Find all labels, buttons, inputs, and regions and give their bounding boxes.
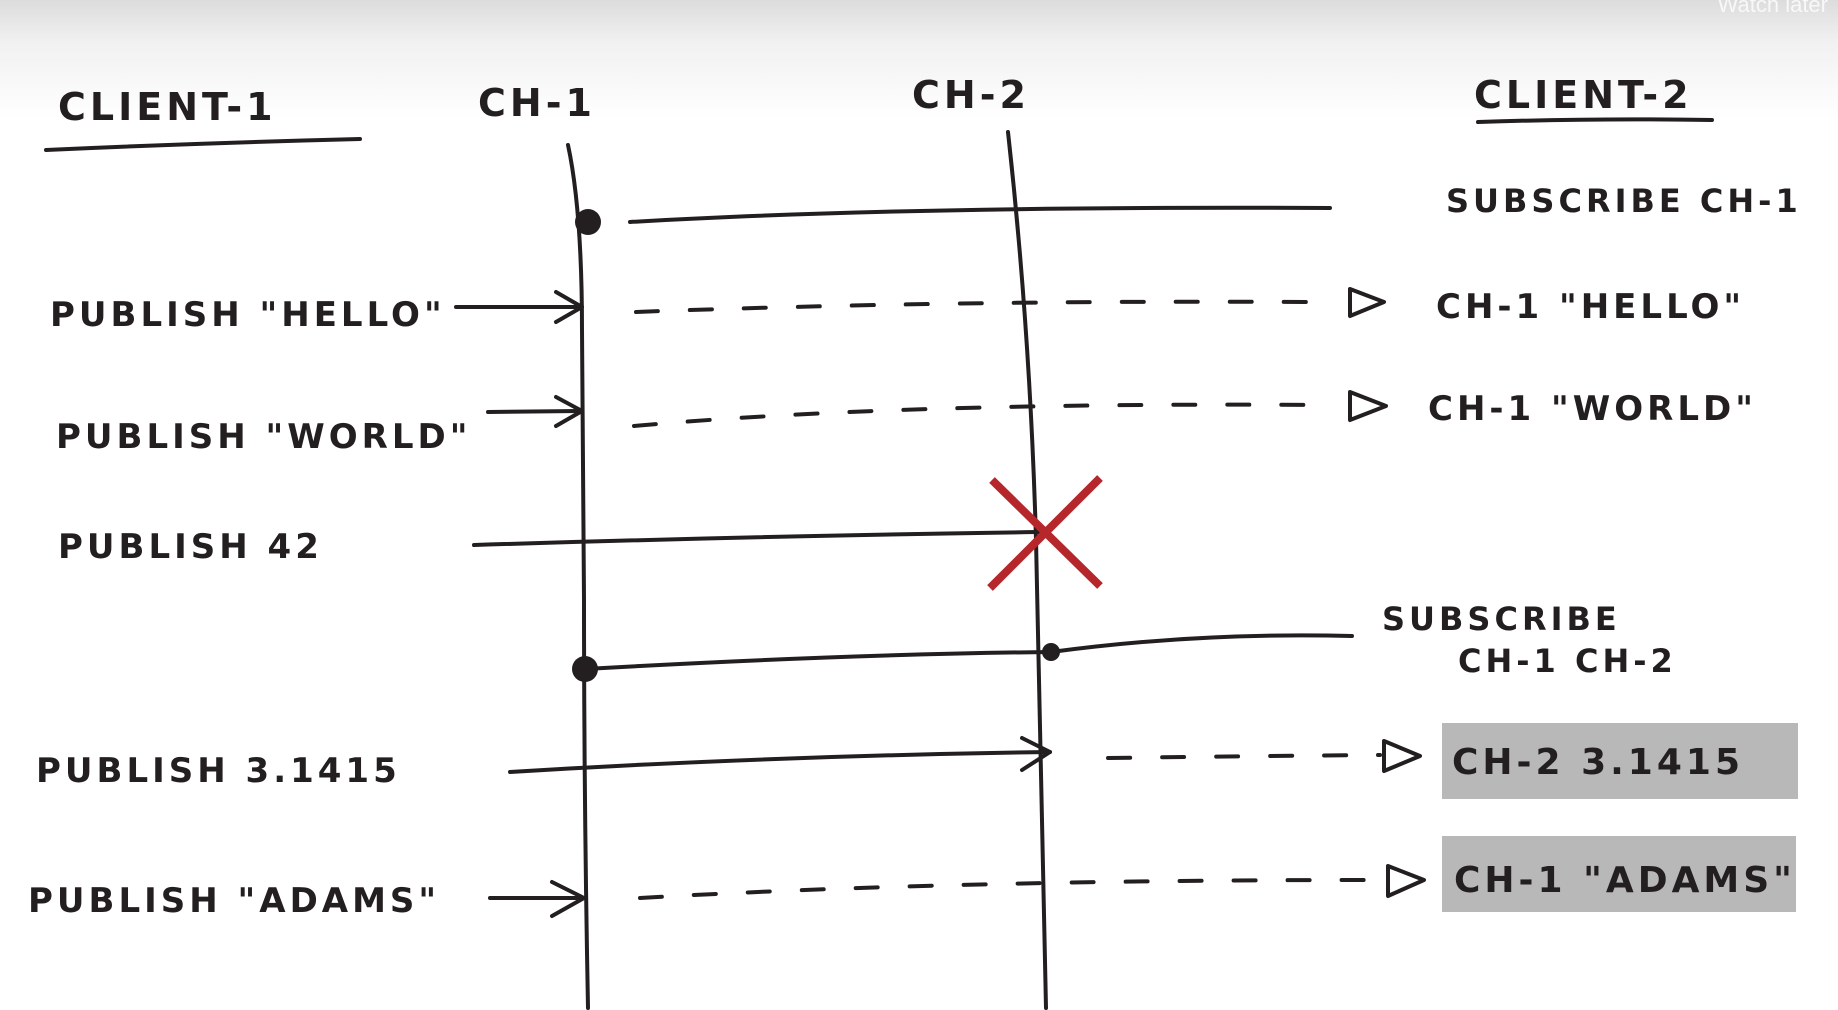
event-subscribe-both-line1: SUBSCRIBE — [1382, 600, 1621, 638]
message-publish-42: PUBLISH 42 — [58, 527, 323, 567]
event-recv-pi: CH-2 3.1415 — [1452, 742, 1744, 783]
subscription-dot-ch-1 — [575, 209, 601, 235]
ch-1-lifeline — [566, 143, 590, 1010]
deliver-hello-arrowhead — [1348, 287, 1386, 318]
publish-adams-arrowhead — [550, 880, 586, 918]
deliver-pi-line — [1106, 753, 1382, 760]
deliver-world-line — [632, 402, 1320, 428]
publish-hello-arrowhead — [554, 290, 584, 324]
publish-world-arrow — [486, 409, 582, 414]
header-client-2-underline — [1476, 117, 1714, 124]
dropped-message-x-icon-stroke — [987, 475, 1103, 591]
publish-pi-arrowhead — [1020, 736, 1052, 772]
ch-2-lifeline — [1006, 130, 1048, 1010]
message-publish-hello: PUBLISH "HELLO" — [50, 295, 446, 335]
header-client-1-underline — [44, 137, 362, 152]
publish-pi-line — [508, 750, 1052, 774]
event-subscribe-ch-1: SUBSCRIBE CH-1 — [1446, 182, 1802, 220]
header-ch-1: CH-1 — [478, 81, 596, 125]
watch-later-button[interactable]: Watch later — [1717, 0, 1828, 17]
deliver-world-arrowhead — [1348, 390, 1388, 422]
subscribe-ch-1-line — [628, 205, 1332, 224]
event-recv-adams: CH-1 "ADAMS" — [1454, 860, 1796, 901]
deliver-pi-arrowhead — [1382, 739, 1422, 773]
publish-world-arrowhead — [554, 395, 584, 428]
header-client-2: CLIENT-2 — [1474, 73, 1693, 117]
header-ch-2: CH-2 — [912, 73, 1030, 117]
highlight-recv-adams — [1442, 836, 1796, 912]
subscribe-ch-1-ch-2-line — [583, 633, 1354, 671]
deliver-hello-line — [634, 299, 1312, 314]
header-client-1: CLIENT-1 — [58, 85, 277, 129]
message-publish-world: PUBLISH "WORLD" — [56, 417, 471, 457]
publish-42-line — [472, 530, 1042, 547]
event-recv-hello: CH-1 "HELLO" — [1436, 287, 1745, 327]
message-publish-adams: PUBLISH "ADAMS" — [28, 881, 440, 921]
event-subscribe-both-line2: CH-1 CH-2 — [1458, 642, 1677, 680]
event-recv-world: CH-1 "WORLD" — [1428, 389, 1757, 429]
deliver-adams-line — [638, 878, 1374, 900]
video-top-gradient — [0, 0, 1838, 120]
message-publish-pi: PUBLISH 3.1415 — [36, 751, 401, 791]
deliver-adams-arrowhead — [1386, 864, 1426, 898]
highlight-recv-pi — [1442, 723, 1798, 799]
